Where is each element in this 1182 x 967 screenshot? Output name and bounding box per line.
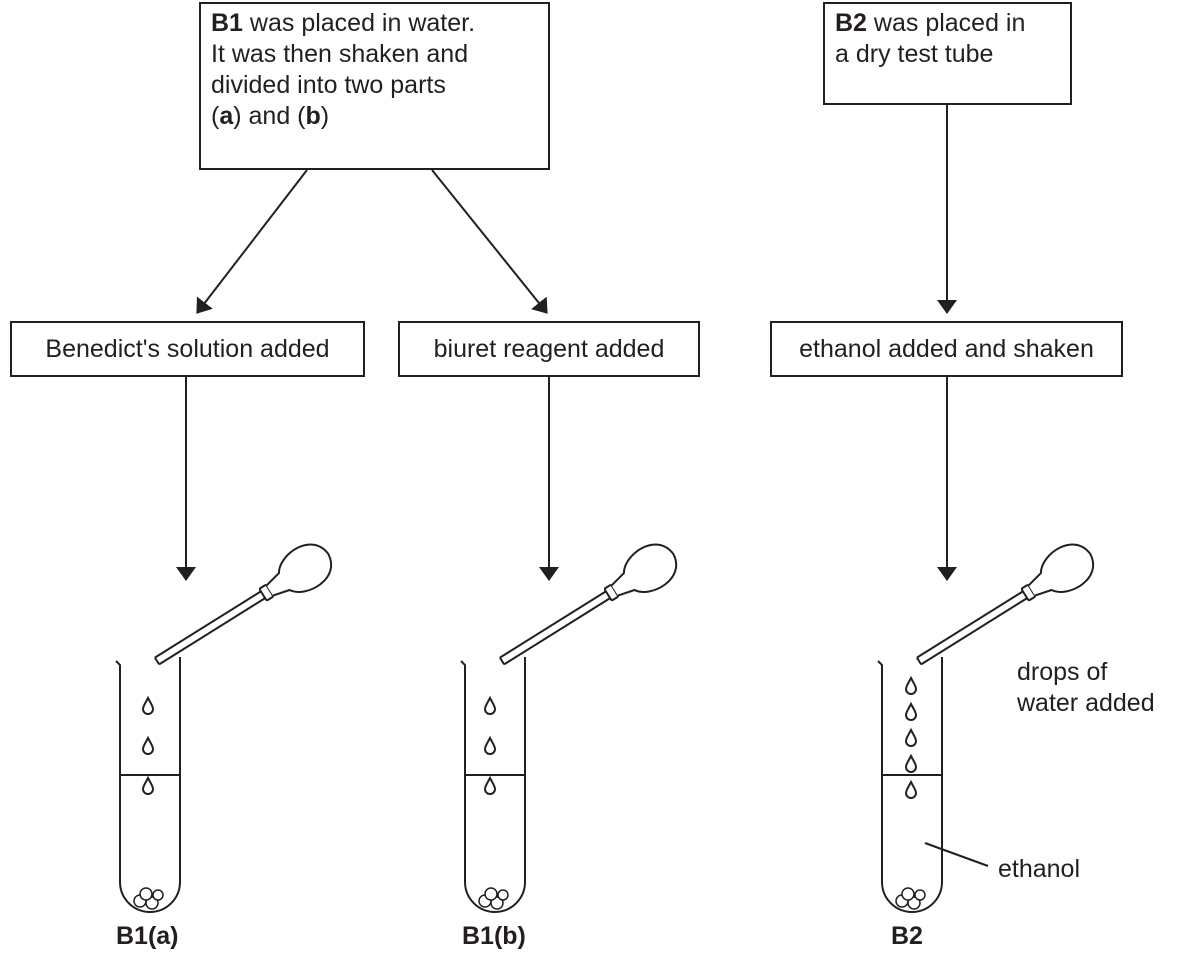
- step-benedict: Benedict's solution added: [10, 321, 365, 377]
- water-drops-b2: [905, 677, 917, 799]
- drops-of-water-label: drops of water added: [1017, 658, 1155, 717]
- b1-line2: It was then shaken and: [211, 40, 469, 68]
- tube-label-b1a: B1(a): [116, 922, 179, 950]
- b2-line2: a dry test tube: [835, 40, 994, 68]
- b2-line1: B2 was placed in: [835, 9, 1026, 37]
- step-biuret: biuret reagent added: [398, 321, 700, 377]
- ethanol-leader-line: [924, 842, 989, 867]
- b2-code: B2: [835, 9, 867, 37]
- arrow-b1-to-benedict: [196, 169, 308, 314]
- b2-description-box: B2 was placed in a dry test tube: [823, 2, 1072, 105]
- pipette-b1a: [144, 534, 341, 681]
- b1-line3: divided into two parts: [211, 71, 446, 99]
- b1-description-box: B1 was placed in water. It was then shak…: [199, 2, 550, 170]
- step-ethanol: ethanol added and shaken: [770, 321, 1123, 377]
- tube-label-b2: B2: [891, 922, 923, 950]
- ethanol-label: ethanol: [998, 855, 1081, 883]
- arrow-b1-to-biuret: [431, 169, 548, 314]
- tube-label-b1b: B1(b): [462, 922, 526, 950]
- b1-line4: (a) and (b): [211, 102, 330, 130]
- water-drops-b1a: [142, 697, 154, 795]
- pipette-b1b: [489, 534, 686, 681]
- b1-code: B1: [211, 9, 243, 37]
- b1-line1: B1 was placed in water.: [211, 9, 476, 37]
- water-drops-b1b: [484, 697, 496, 795]
